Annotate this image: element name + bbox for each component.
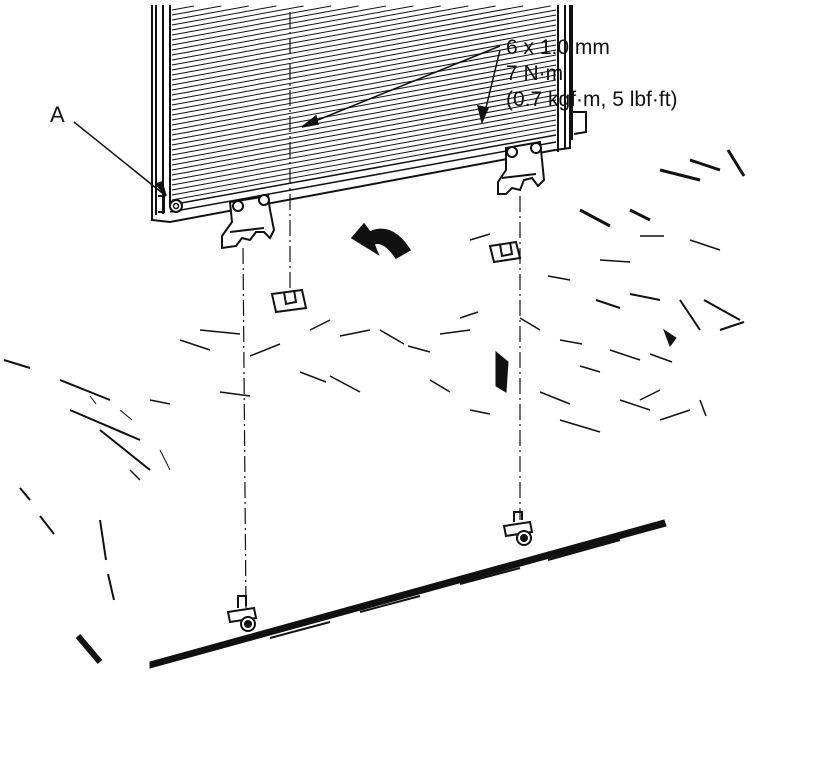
lower-left-bolt (226, 595, 258, 632)
rotation-arrow-icon (350, 222, 412, 259)
left-mount-bracket (221, 194, 276, 250)
lower-right-bolt (502, 511, 534, 546)
leader-lines (73, 45, 501, 197)
torque-nm-label: 7 N·m (506, 62, 563, 85)
center-clip-nut (270, 288, 308, 314)
alignment-lines (242, 12, 521, 613)
part-a-bolt (169, 199, 183, 213)
torque-alt-label: (0.7 kgf·m, 5 lbf·ft) (506, 88, 678, 111)
condenser-right-tab (572, 111, 587, 135)
condenser-right-tank (557, 5, 573, 152)
part-a-label: A (50, 102, 65, 127)
condenser-fins (171, 5, 557, 201)
vehicle-body-sketch (3, 149, 746, 669)
right-clip-nut (488, 240, 522, 264)
bolt-size-label: 6 x 1.0 mm (506, 36, 610, 59)
right-mount-bracket (497, 140, 546, 195)
condenser-left-tank (155, 5, 171, 215)
